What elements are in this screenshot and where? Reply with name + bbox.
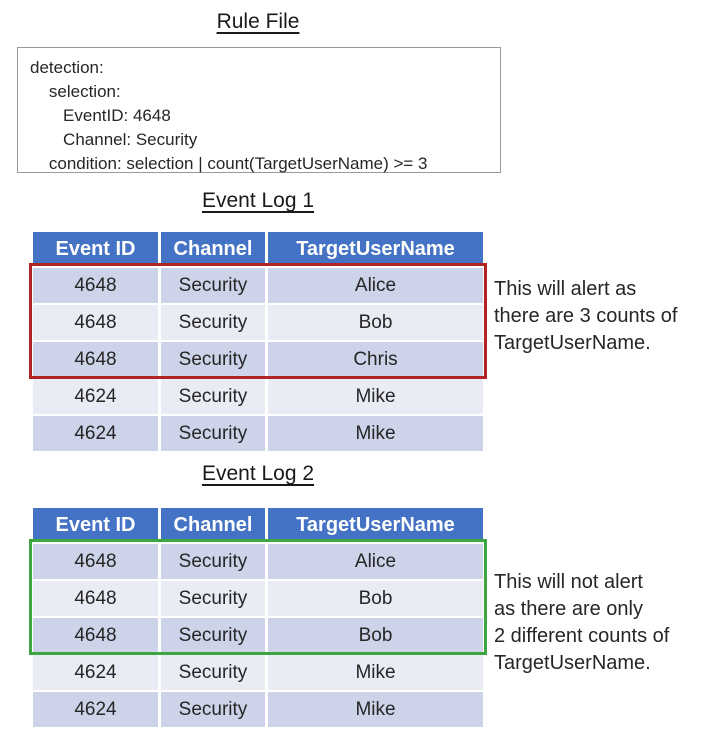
table-cell: Bob	[268, 305, 483, 340]
rule-file-box: detection: selection: EventID: 4648 Chan…	[17, 47, 501, 173]
table-cell: Security	[161, 305, 265, 340]
table-cell: Alice	[268, 544, 483, 579]
table-cell: 4624	[33, 655, 158, 690]
table-cell: Security	[161, 581, 265, 616]
rule-line-selection: selection:	[30, 82, 121, 101]
table-cell: Security	[161, 655, 265, 690]
table-cell: Security	[161, 342, 265, 377]
table-cell: 4648	[33, 342, 158, 377]
table-cell: Mike	[268, 692, 483, 727]
table-cell: 4648	[33, 581, 158, 616]
table-cell: 4648	[33, 268, 158, 303]
table-cell: Mike	[268, 655, 483, 690]
column-header-targetusername: TargetUserName	[268, 232, 483, 266]
table-cell: Security	[161, 692, 265, 727]
rule-line-channel: Channel: Security	[30, 130, 198, 149]
table-cell: 4624	[33, 416, 158, 451]
column-header-event-id: Event ID	[33, 508, 158, 542]
table-cell: 4648	[33, 544, 158, 579]
table-cell: Security	[161, 268, 265, 303]
table-cell: 4648	[33, 305, 158, 340]
table-cell: Bob	[268, 618, 483, 653]
table-cell: Security	[161, 544, 265, 579]
table-cell: Mike	[268, 379, 483, 414]
table-cell: 4624	[33, 379, 158, 414]
table-cell: 4648	[33, 618, 158, 653]
column-header-channel: Channel	[161, 232, 265, 266]
event-log-2-table: Event ID Channel TargetUserName 4648 Sec…	[33, 508, 483, 727]
event-log-1-table: Event ID Channel TargetUserName 4648 Sec…	[33, 232, 483, 451]
event-log-1-title: Event Log 1	[201, 189, 315, 212]
table-cell: Security	[161, 379, 265, 414]
event-log-2-title: Event Log 2	[201, 462, 315, 485]
table-cell: Bob	[268, 581, 483, 616]
table-cell: Mike	[268, 416, 483, 451]
table-cell: 4624	[33, 692, 158, 727]
rule-line-condition: condition: selection | count(TargetUserN…	[30, 154, 428, 173]
table-cell: Chris	[268, 342, 483, 377]
table-cell: Security	[161, 618, 265, 653]
table-cell: Alice	[268, 268, 483, 303]
column-header-event-id: Event ID	[33, 232, 158, 266]
alert-annotation: This will alert as there are 3 counts of…	[494, 278, 678, 354]
column-header-targetusername: TargetUserName	[268, 508, 483, 542]
table-cell: Security	[161, 416, 265, 451]
rule-line-detection: detection:	[30, 58, 104, 77]
no-alert-annotation: This will not alert as there are only 2 …	[494, 571, 670, 674]
column-header-channel: Channel	[161, 508, 265, 542]
rule-line-eventid: EventID: 4648	[30, 106, 171, 125]
rule-file-title: Rule File	[216, 10, 300, 33]
